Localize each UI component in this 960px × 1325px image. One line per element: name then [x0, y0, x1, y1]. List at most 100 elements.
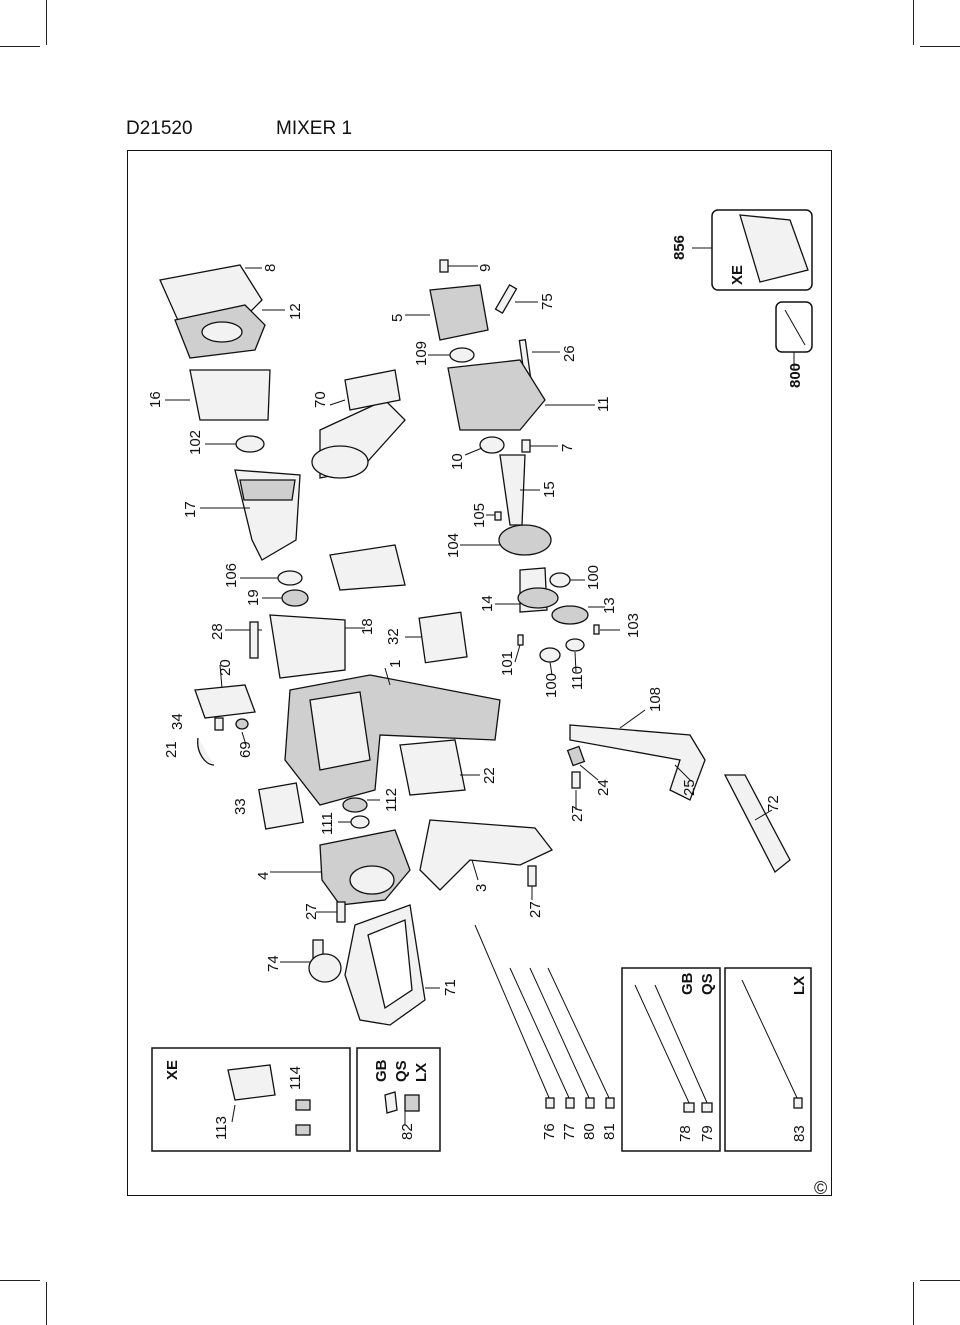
part-label: 106: [223, 563, 240, 588]
part-label: 100: [585, 565, 602, 590]
lx-cord-box: [724, 967, 812, 1152]
chuck-part: [429, 284, 489, 341]
part-label: 75: [539, 293, 556, 310]
field-part: [269, 614, 346, 679]
part-label: 100: [543, 673, 560, 698]
fan-baffle-part: [189, 369, 271, 421]
crop-mark: [0, 1280, 40, 1281]
crop-mark: [46, 1282, 47, 1325]
part-label: 28: [209, 623, 226, 640]
gear-case-part: [447, 359, 546, 431]
part-label: 25: [681, 779, 698, 796]
part-label: 71: [442, 979, 459, 996]
crop-mark: [913, 1282, 914, 1325]
part-label: 21: [163, 741, 180, 758]
xe-plug-box: [151, 1047, 351, 1152]
part-label: 9: [477, 264, 494, 272]
part-label: 80: [581, 1123, 598, 1140]
accessory-box: [775, 301, 813, 353]
part-label: 72: [765, 795, 782, 812]
crop-mark: [0, 46, 40, 47]
part-label: 5: [389, 314, 406, 322]
wrench-part: [723, 774, 791, 874]
part-label: 3: [473, 884, 490, 892]
part-label: 34: [169, 713, 186, 730]
part-label: 101: [499, 651, 516, 676]
part-label: 102: [187, 430, 204, 455]
part-label: 17: [182, 501, 199, 518]
part-label: 83: [791, 1125, 808, 1142]
region-label: XE: [164, 1060, 181, 1080]
part-label: 32: [385, 628, 402, 645]
part-label: 69: [237, 741, 254, 758]
part-label: 105: [471, 503, 488, 528]
crop-mark: [46, 0, 47, 45]
page-header: D21520 MIXER 1: [126, 118, 352, 140]
part-label: 79: [699, 1125, 716, 1142]
part-label: 111: [319, 812, 336, 835]
copyright-mark: ©: [814, 1178, 827, 1198]
part-label: 104: [445, 533, 462, 558]
part-label: 14: [479, 595, 496, 612]
part-label: 27: [303, 903, 320, 920]
part-label: 109: [413, 341, 430, 366]
part-label: 74: [265, 955, 282, 972]
part-label: 7: [559, 444, 576, 452]
part-label: 27: [527, 901, 544, 918]
gb-qs-lx-plug-box: [356, 1047, 441, 1152]
part-label: 18: [359, 618, 376, 635]
part-label: 13: [601, 597, 618, 614]
part-label: 110: [569, 666, 586, 690]
crop-mark: [920, 1280, 960, 1281]
part-label: 24: [595, 779, 612, 796]
switch-part: [194, 684, 256, 719]
part-label: 77: [561, 1123, 578, 1140]
part-label: 4: [255, 872, 272, 880]
gb-qs-cord-box: [621, 967, 721, 1152]
part-label: 10: [449, 453, 466, 470]
region-label: LX: [791, 976, 808, 995]
part-labels: 8 12 16 102 17 106 19 28 20 34 21 69 33 …: [147, 235, 808, 1142]
side-handle-part: [419, 819, 554, 891]
crop-mark: [920, 46, 960, 47]
part-label: 27: [569, 805, 586, 822]
brush-holder-part: [329, 544, 406, 591]
trigger-switch-part: [399, 739, 466, 796]
part-label: 20: [217, 659, 234, 676]
part-label: 114: [287, 1066, 304, 1090]
part-label: 12: [287, 303, 304, 320]
page-title: MIXER 1: [276, 118, 353, 139]
part-label: 81: [601, 1123, 618, 1140]
part-label: 113: [213, 1116, 230, 1140]
model-number: D21520: [126, 118, 193, 139]
part-label: 108: [647, 687, 664, 712]
part-label: 76: [541, 1123, 558, 1140]
part-label: 11: [595, 396, 612, 412]
part-label: 16: [147, 391, 164, 408]
region-label: QS: [393, 1060, 410, 1082]
part-label: 103: [625, 613, 642, 638]
power-cord-part: [474, 924, 551, 1101]
region-label: LX: [413, 1063, 430, 1082]
part-label: 19: [245, 589, 262, 606]
part-label: 33: [232, 798, 249, 815]
part-label: 112: [383, 788, 400, 812]
part-label: 8: [262, 264, 279, 272]
mixing-paddle-part: [569, 724, 706, 801]
part-label: 82: [399, 1123, 416, 1140]
part-label: 70: [312, 391, 329, 408]
part-label: 856: [671, 235, 688, 260]
part-label: 1: [387, 660, 404, 668]
part-label: 15: [541, 481, 558, 498]
crop-mark: [913, 0, 914, 45]
region-label: GB: [679, 972, 696, 995]
region-label: XE: [729, 265, 746, 285]
part-label: 22: [481, 767, 498, 784]
diagram-frame: [127, 150, 832, 1196]
region-label: QS: [699, 973, 716, 995]
part-label: 800: [787, 363, 804, 388]
part-label: 26: [561, 345, 578, 362]
region-label: GB: [373, 1059, 390, 1082]
part-label: 78: [677, 1125, 694, 1142]
